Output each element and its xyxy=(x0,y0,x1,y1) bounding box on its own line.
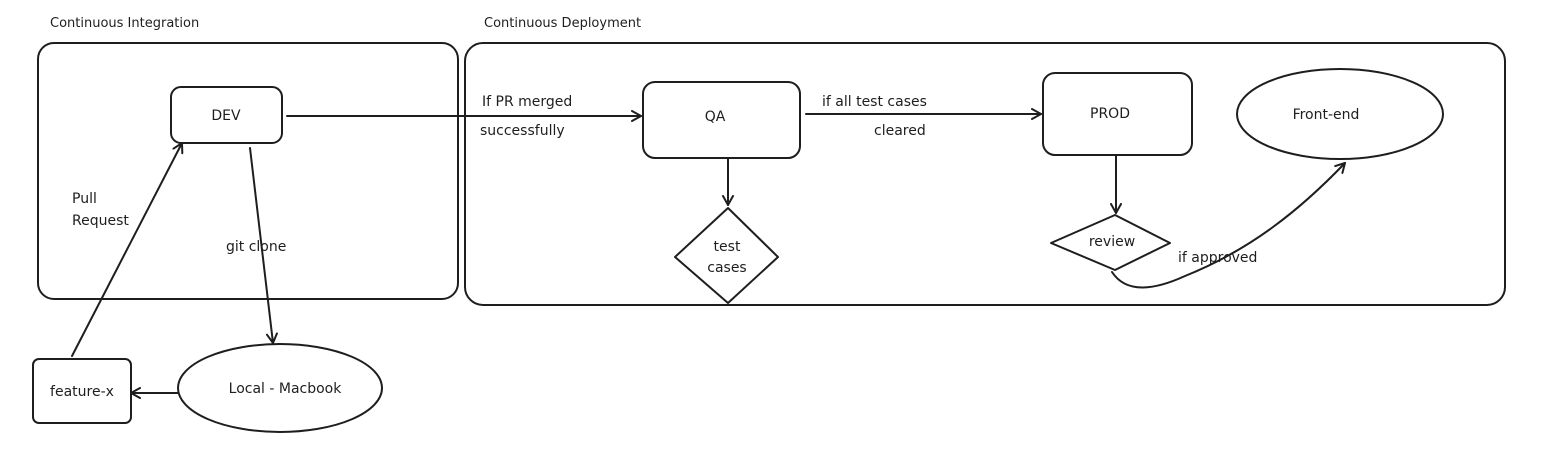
node-frontend-ellipse xyxy=(1236,68,1444,160)
edge-dev-to-local xyxy=(249,147,278,344)
node-qa-label: QA xyxy=(705,109,726,125)
edge-feature-to-dev xyxy=(71,142,184,357)
edge-dev-to-qa-label-line2: successfully xyxy=(480,123,565,139)
ci-group-title: Continuous Integration xyxy=(50,16,199,31)
node-review-diamond xyxy=(1050,214,1171,271)
cd-group-title: Continuous Deployment xyxy=(484,16,641,31)
node-local-macbook-label: Local - Macbook xyxy=(229,381,343,397)
node-test-cases-label-line1: test xyxy=(714,239,741,255)
node-prod-label: PROD xyxy=(1090,106,1130,122)
node-prod-box xyxy=(1042,72,1193,156)
node-frontend-label: Front-end xyxy=(1293,107,1360,123)
node-test-cases-label-line2: cases xyxy=(707,260,746,276)
edge-qa-to-prod-label-line1: if all test cases xyxy=(822,94,927,110)
edge-qa-to-prod-label-line2: cleared xyxy=(874,123,926,139)
node-dev-label: DEV xyxy=(211,108,241,124)
edge-dev-to-qa-label-line1: If PR merged xyxy=(482,94,572,110)
cd-group-container xyxy=(464,42,1506,306)
edge-dev-to-local-label: git clone xyxy=(226,239,286,255)
edge-feature-to-dev-label-line1: Pull xyxy=(72,191,97,207)
node-feature-x-label: feature-x xyxy=(50,384,114,400)
node-feature-x-box xyxy=(32,358,132,424)
edge-feature-to-dev-label-line2: Request xyxy=(72,213,129,229)
node-dev-box xyxy=(170,86,283,144)
node-qa-box xyxy=(642,81,801,159)
edge-review-to-frontend-label: if approved xyxy=(1178,250,1257,266)
ci-group-container xyxy=(37,42,459,300)
edge-review-to-frontend xyxy=(1111,162,1346,289)
node-local-macbook-ellipse xyxy=(177,343,383,433)
node-test-cases-diamond xyxy=(674,207,779,304)
node-review-label: review xyxy=(1089,234,1135,250)
